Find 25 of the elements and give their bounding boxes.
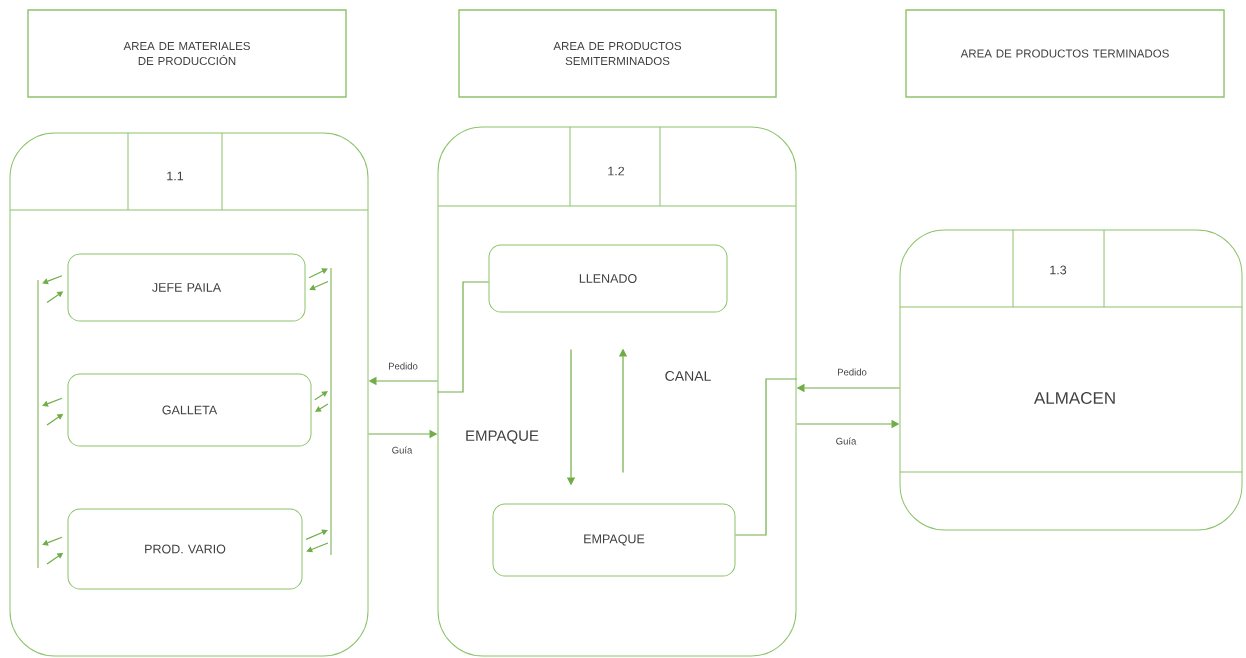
connector-line xyxy=(734,378,798,536)
edge-label: Pedido xyxy=(836,367,868,377)
edge-label: Guía xyxy=(390,445,414,455)
arrow xyxy=(306,542,329,553)
area-header-box: AREA DE PRODUCTOS TERMINADOS xyxy=(905,9,1225,98)
arrow xyxy=(309,280,329,291)
edge-label: Pedido xyxy=(387,361,419,371)
arrow xyxy=(314,391,328,401)
edge-label: Guía xyxy=(834,436,858,446)
area-header-box: AREA DE MATERIALES DE PRODUCCIÓN xyxy=(27,9,347,98)
arrow xyxy=(305,529,328,540)
process-box: 1.3 ALMACEN xyxy=(899,229,1243,531)
arrow xyxy=(42,536,63,546)
arrow xyxy=(42,275,63,285)
activity-box: EMPAQUE xyxy=(492,503,736,577)
activity-box: GALLETA xyxy=(67,373,312,447)
text-label: CANAL xyxy=(665,371,711,381)
area-header-box: AREA DE PRODUCTOS SEMITERMINADOS xyxy=(458,9,777,98)
connector-line xyxy=(436,281,490,393)
activity-box: LLENADO xyxy=(488,244,728,313)
arrow xyxy=(315,403,329,412)
activity-box: PROD. VARIO xyxy=(67,508,303,590)
activity-box: JEFE PAILA xyxy=(67,253,306,322)
arrow xyxy=(308,268,328,279)
arrow xyxy=(42,397,63,407)
